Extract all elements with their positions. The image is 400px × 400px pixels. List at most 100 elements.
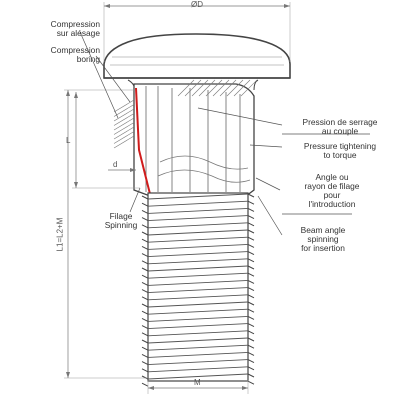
thread-line xyxy=(148,258,248,265)
thread-tick-left xyxy=(141,310,149,315)
hatch-line xyxy=(184,79,202,97)
thread-tick-right xyxy=(247,258,255,263)
thread-line xyxy=(148,323,248,330)
thread-tick-right xyxy=(247,272,255,277)
hatch-line xyxy=(219,79,237,97)
hatch-line xyxy=(113,113,135,126)
thread-line xyxy=(148,207,248,214)
hatch-line xyxy=(205,79,223,97)
thread-line xyxy=(148,351,248,358)
hatch-line xyxy=(113,135,135,149)
thread-tick-right xyxy=(247,366,255,371)
thread-tick-right xyxy=(247,344,255,349)
thread-tick-left xyxy=(141,209,149,214)
thread-tick-left xyxy=(141,260,149,265)
thread-tick-right xyxy=(247,315,255,320)
thread-tick-right xyxy=(247,323,255,328)
bolt-head xyxy=(103,33,291,79)
thread-tick-left xyxy=(141,303,149,308)
thread-tick-left xyxy=(141,281,149,286)
bolt-neck xyxy=(133,83,255,197)
dimension-shank-diameter: d xyxy=(113,160,118,169)
thread-tick-right xyxy=(247,351,255,356)
thread-tick-left xyxy=(141,339,149,344)
thread-tick-right xyxy=(247,380,255,385)
hatch-line xyxy=(233,79,251,97)
label-beam-angle: Beam angle spinning for insertion xyxy=(300,225,346,253)
thread-line xyxy=(148,200,248,207)
compression-boring-line xyxy=(135,87,151,195)
thread-line xyxy=(148,315,248,322)
label-pression-serrage: Pression de serrage au couple xyxy=(302,117,378,136)
leader-filage-spinning xyxy=(129,187,141,213)
thread-line xyxy=(148,193,248,200)
thread-tick-right xyxy=(247,207,255,212)
dimension-thread-diameter: M xyxy=(194,378,201,387)
hatch-line xyxy=(113,122,135,135)
hatch-line xyxy=(113,108,135,122)
thread-line xyxy=(148,251,248,258)
thread-line xyxy=(148,215,248,222)
thread-line xyxy=(148,294,248,301)
thread-tick-left xyxy=(141,231,149,236)
thread-tick-right xyxy=(247,373,255,378)
hatch-line xyxy=(198,79,216,97)
thread-tick-right xyxy=(247,229,255,234)
hatch-line xyxy=(113,104,135,117)
hatch-line xyxy=(191,79,209,97)
leader-pression-serrage xyxy=(197,107,283,126)
dimension-head-diameter: ØD xyxy=(191,0,203,9)
thread-line xyxy=(148,287,248,294)
hatch-line xyxy=(113,117,135,131)
thread-tick-right xyxy=(247,251,255,256)
thread-tick-right xyxy=(247,236,255,241)
thread-tick-left xyxy=(141,353,149,358)
thread-line xyxy=(148,308,248,315)
thread-lines xyxy=(148,193,248,381)
leader-compression-alesage xyxy=(79,31,119,119)
thread-line xyxy=(148,337,248,344)
hatch-line xyxy=(177,79,195,97)
hatch-line xyxy=(212,79,230,97)
thread-tick-right xyxy=(247,287,255,292)
thread-edge-ticks xyxy=(141,193,255,387)
dimension-total-length: L1=L2+M xyxy=(55,217,65,252)
thread-tick-right xyxy=(247,294,255,299)
thread-line xyxy=(148,222,248,229)
thread-tick-left xyxy=(141,317,149,322)
leader-beam-angle xyxy=(257,195,283,236)
hatch-line xyxy=(240,79,258,97)
hatch-line xyxy=(113,131,135,144)
thread-tick-left xyxy=(141,267,149,272)
thread-line xyxy=(148,359,248,366)
hatch-line xyxy=(226,79,244,97)
thread-line xyxy=(148,265,248,272)
hatching-compression-left xyxy=(113,99,135,149)
thread-tick-left xyxy=(141,296,149,301)
leader-angle-rayon xyxy=(255,177,281,191)
thread-tick-left xyxy=(141,325,149,330)
hatching-pressure-right xyxy=(177,79,258,97)
thread-tick-left xyxy=(141,368,149,373)
thread-line xyxy=(148,272,248,279)
thread-line xyxy=(148,344,248,351)
thread-line xyxy=(148,236,248,243)
thread-tick-right xyxy=(247,359,255,364)
thread-tick-right xyxy=(247,222,255,227)
thread-line xyxy=(148,366,248,373)
thread-line xyxy=(148,330,248,337)
leader-compression-boring xyxy=(95,55,131,103)
thread-tick-right xyxy=(247,308,255,313)
thread-tick-left xyxy=(141,202,149,207)
thread-tick-right xyxy=(247,215,255,220)
thread-tick-left xyxy=(141,253,149,258)
thread-tick-left xyxy=(141,195,149,200)
label-compression-sur-alesage: Compression sur alésage xyxy=(50,19,100,38)
thread-line xyxy=(148,301,248,308)
label-angle-rayon: Angle ou rayon de filage pour l'introduc… xyxy=(304,172,360,209)
thread-tick-right xyxy=(247,193,255,198)
hatch-line xyxy=(113,99,135,113)
thread-tick-left xyxy=(141,217,149,222)
